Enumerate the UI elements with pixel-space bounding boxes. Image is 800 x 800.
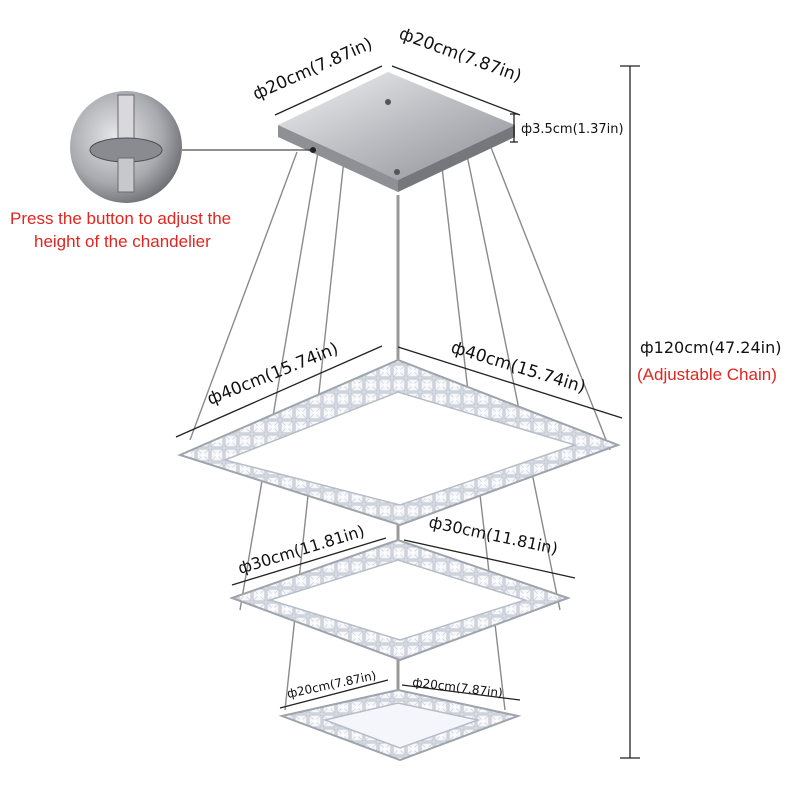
canopy-width-right-label: ф20cm(7.87in) — [396, 24, 524, 87]
ring-medium-right-label: ф30cm(11.81in) — [427, 512, 559, 558]
canopy-thickness-label: ф3.5cm(1.37in) — [521, 122, 624, 137]
height-label: ф120cm(47.24in) — [640, 338, 781, 357]
button-detail-inset — [70, 91, 316, 203]
callout-line-2: height of the chandelier — [34, 232, 211, 251]
ring-medium — [229, 538, 571, 662]
height-note: (Adjustable Chain) — [637, 365, 777, 384]
ring-small — [278, 688, 522, 762]
ring-large — [177, 358, 621, 527]
dimension-lines — [175, 65, 640, 759]
ceiling-canopy — [278, 72, 515, 192]
callout-line-1: Press the button to adjust the — [10, 209, 231, 228]
ring-small-left-label: ф20cm(7.87in) — [286, 668, 378, 701]
